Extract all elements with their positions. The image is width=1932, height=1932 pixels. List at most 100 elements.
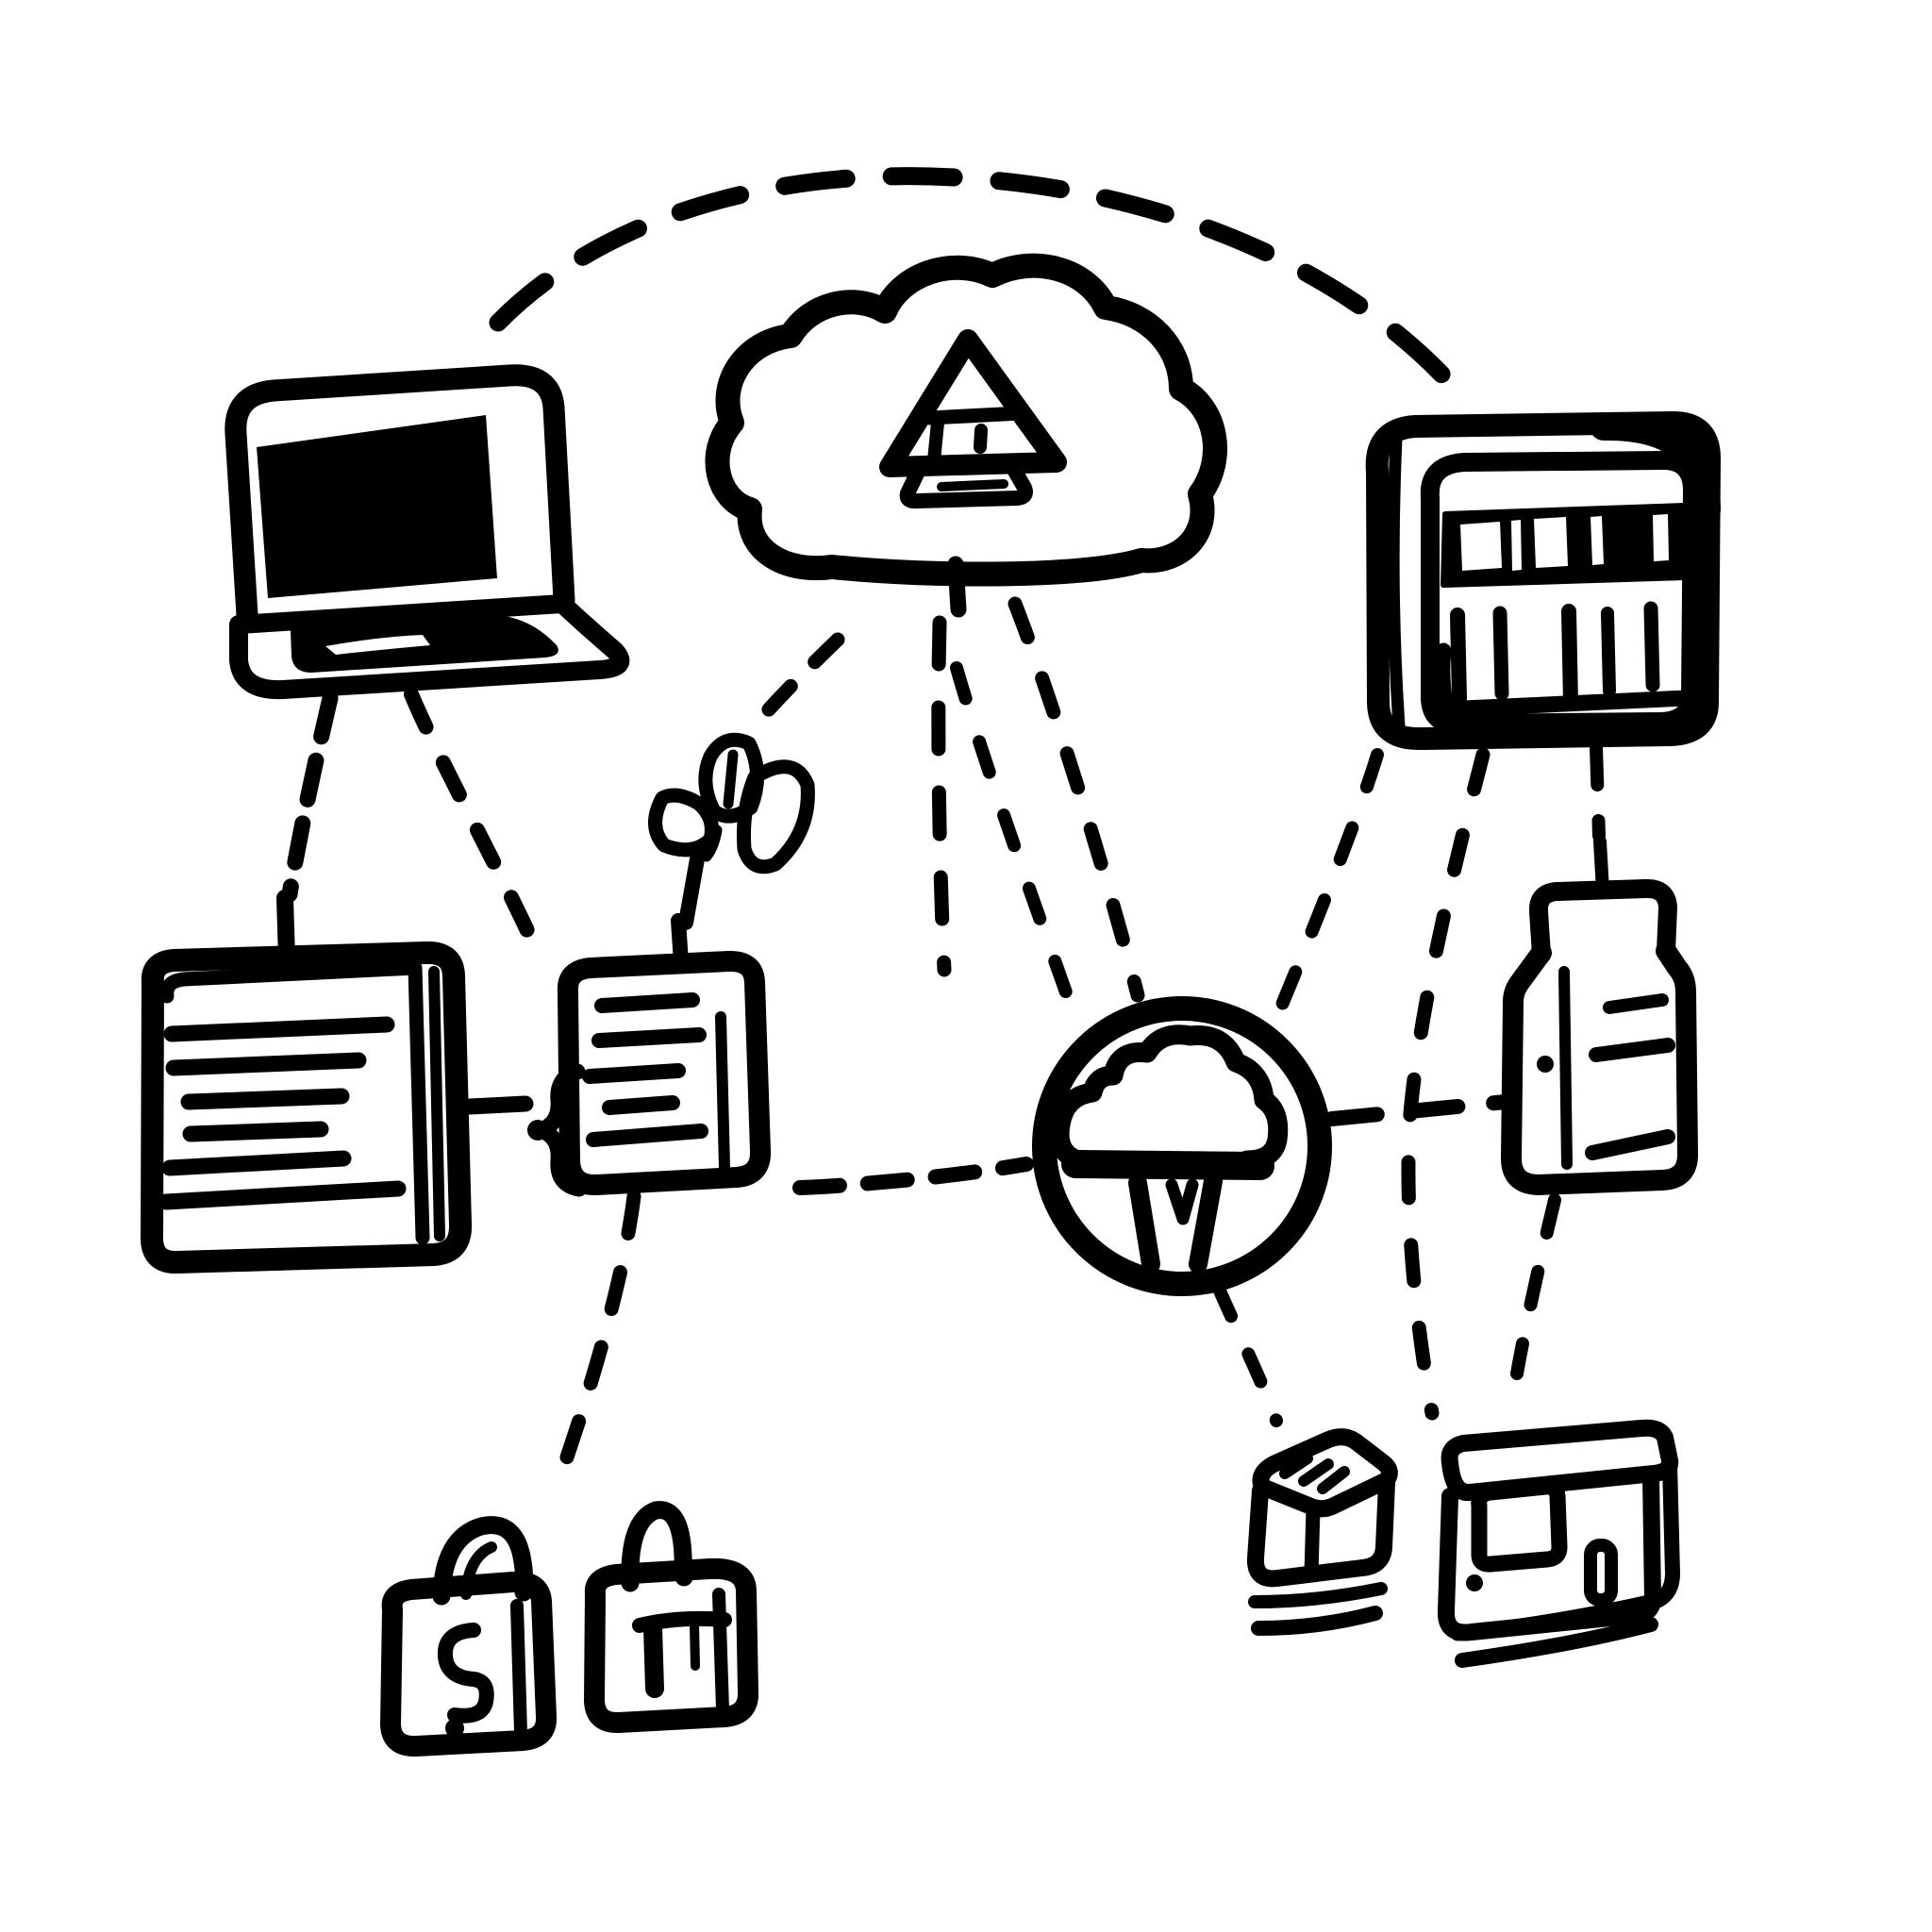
machine-base-line bbox=[1450, 1594, 1657, 1641]
shelf-outer-frame bbox=[1365, 411, 1721, 750]
bookshelf-icon bbox=[1365, 411, 1721, 750]
edge-badge-carton bbox=[1324, 1094, 1513, 1126]
cube-icon bbox=[1247, 1428, 1398, 1636]
cube-base-line bbox=[1248, 1582, 1388, 1608]
carton-fold-line bbox=[1558, 966, 1573, 1170]
shelf-row1-book-slot bbox=[1511, 520, 1522, 571]
machine-dot bbox=[1466, 1574, 1483, 1591]
shelf-row2-book bbox=[1561, 604, 1578, 710]
pyramid-dot bbox=[974, 424, 988, 454]
document-inner-frame bbox=[159, 960, 430, 1245]
edge-cloud-sprout bbox=[753, 632, 845, 726]
laptop-trackpad bbox=[325, 635, 430, 655]
laptop-icon bbox=[225, 364, 630, 700]
shelf-row1-book-slot bbox=[1653, 514, 1669, 561]
edge-bookshelf-carton bbox=[1590, 741, 1606, 842]
note-text-line bbox=[591, 1027, 707, 1048]
shelf-board bbox=[1434, 642, 1695, 718]
pyramid-skirt bbox=[899, 460, 1033, 509]
cloud-pyramid-icon bbox=[705, 253, 1227, 587]
document-text-line bbox=[180, 1088, 350, 1110]
badge-cloud bbox=[1049, 1024, 1289, 1173]
document-text-line bbox=[158, 1180, 407, 1210]
pyramid-skirt-line bbox=[937, 479, 1008, 491]
t-glyph-stem-thick bbox=[643, 1619, 664, 1698]
edges-layer bbox=[276, 167, 1609, 1500]
edge-note-badge bbox=[792, 1157, 1034, 1195]
edge-carton-machine bbox=[1510, 1193, 1561, 1380]
sprout-leaf-vein bbox=[723, 749, 739, 809]
t-lock-icon bbox=[584, 1501, 758, 1733]
pyramid-band bbox=[923, 406, 1028, 425]
machine-top-face bbox=[1441, 1419, 1679, 1502]
carton-icon bbox=[1501, 878, 1698, 1195]
badge-ring bbox=[1032, 996, 1332, 1296]
carton-label-line bbox=[1589, 1038, 1675, 1062]
badge-trunk-left bbox=[1128, 1174, 1160, 1274]
document-page-edge bbox=[428, 966, 445, 1241]
machine-icon bbox=[1438, 1419, 1680, 1668]
dollar-lock-body bbox=[380, 1571, 557, 1757]
cube-top-face bbox=[1252, 1428, 1398, 1518]
shelf-inner-frame bbox=[1420, 451, 1702, 733]
badge-trunk-notch bbox=[1165, 1178, 1199, 1225]
note-text-line bbox=[594, 992, 700, 1013]
cube-hatch bbox=[1279, 1453, 1350, 1494]
t-lock-body bbox=[584, 1557, 758, 1733]
edge-cloud-badge-right bbox=[1008, 596, 1145, 1003]
shelf-row1-book-slot bbox=[1534, 517, 1568, 568]
cloud-outline bbox=[705, 253, 1227, 587]
sprout-slit bbox=[701, 824, 723, 862]
sprout-leaf-right bbox=[737, 759, 815, 874]
edge-cloud-badge-left bbox=[950, 661, 1082, 1025]
shelf-row1-book-slot bbox=[1591, 516, 1604, 565]
shelf-side-line bbox=[1387, 432, 1406, 733]
pyramid-left-line bbox=[927, 416, 944, 467]
cube-front bbox=[1247, 1474, 1395, 1588]
sprout-leaf-left bbox=[648, 788, 719, 858]
note-brace-dot bbox=[527, 1120, 548, 1141]
edge-document-note bbox=[461, 1095, 534, 1115]
edge-cloud-drop bbox=[931, 615, 952, 977]
document-text-line bbox=[182, 1121, 329, 1142]
dollar-glyph-dot bbox=[445, 1719, 464, 1738]
edge-bookshelf-badge bbox=[1269, 748, 1384, 1027]
shelf-row2-book bbox=[1450, 608, 1467, 706]
badge-cloud-base bbox=[1061, 1150, 1274, 1180]
pyramid-triangle bbox=[879, 329, 1067, 477]
note-text-line bbox=[602, 1095, 680, 1115]
carton-cap bbox=[1529, 878, 1677, 964]
machine-slot bbox=[1584, 1539, 1618, 1607]
t-lock-shackle bbox=[621, 1501, 693, 1592]
cloud-tree-badge-icon bbox=[1032, 996, 1332, 1296]
document-text-line bbox=[163, 1016, 395, 1042]
document-icon bbox=[141, 941, 472, 1274]
dollar-lock-edge bbox=[510, 1599, 527, 1739]
t-glyph-stem-thin bbox=[690, 1620, 700, 1671]
laptop-screen-frame bbox=[225, 364, 575, 626]
cube-base-bottom bbox=[1251, 1606, 1383, 1636]
note-page-edge bbox=[715, 1011, 730, 1174]
carton-label-line bbox=[1585, 1129, 1675, 1160]
shelf-row2-book bbox=[1492, 606, 1509, 701]
edge-laptop-note bbox=[404, 687, 550, 972]
badge-trunk-right bbox=[1189, 1172, 1223, 1274]
shelf-row2-book bbox=[1601, 607, 1616, 697]
t-lock-edge bbox=[712, 1588, 729, 1716]
machine-screen bbox=[1471, 1478, 1568, 1573]
dollar-glyph bbox=[437, 1623, 494, 1724]
carton-dot bbox=[1537, 1056, 1554, 1073]
edge-laptop-document bbox=[281, 690, 339, 903]
edge-bookshelf-machine bbox=[1401, 747, 1491, 1421]
dollar-lock-icon bbox=[380, 1516, 557, 1757]
carton-body bbox=[1501, 941, 1698, 1195]
machine-base-bottom bbox=[1455, 1617, 1658, 1668]
note-text-line bbox=[582, 1063, 686, 1084]
laptop-screen-panel bbox=[257, 415, 497, 598]
edge-badge-cube bbox=[1212, 1282, 1283, 1427]
document-outer-frame bbox=[141, 941, 472, 1274]
edge-note-locks bbox=[547, 1189, 641, 1500]
shelf-row1-book-slot bbox=[1460, 522, 1502, 571]
